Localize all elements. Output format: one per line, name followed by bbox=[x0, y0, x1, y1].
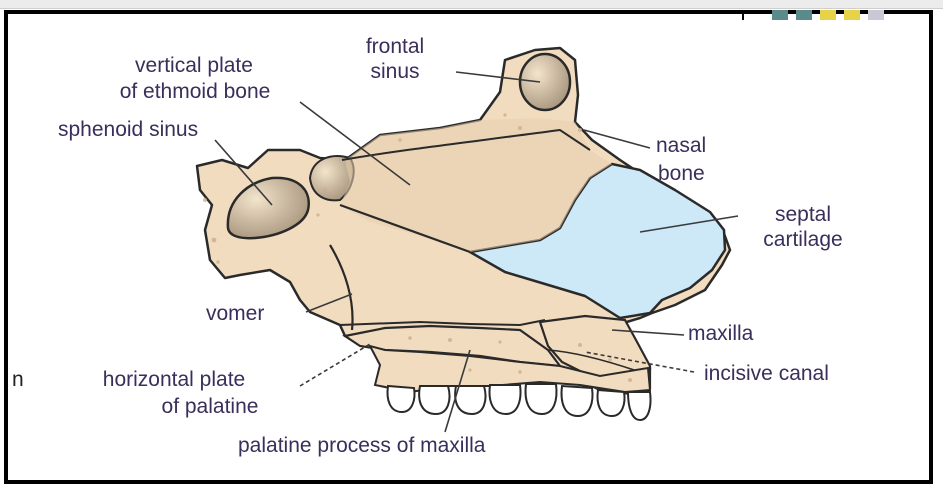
label-septal-cartilage-line2: cartilage bbox=[738, 228, 868, 251]
label-frontal-sinus-line2: sinus bbox=[340, 60, 450, 83]
label-palatine-process: palatine process of maxilla bbox=[238, 434, 485, 457]
leader-horizontal-plate bbox=[300, 344, 370, 386]
tooth-6 bbox=[562, 386, 593, 416]
label-maxilla: maxilla bbox=[688, 322, 753, 345]
label-horizontal-plate-line1: horizontal plate bbox=[44, 368, 304, 391]
tooth-1 bbox=[388, 386, 415, 412]
label-frontal-sinus-line1: frontal bbox=[340, 35, 450, 58]
label-nasal-bone-line1: nasal bbox=[656, 134, 706, 157]
label-sphenoid-sinus: sphenoid sinus bbox=[58, 118, 198, 141]
tooth-3 bbox=[455, 386, 485, 414]
frontal-sinus bbox=[520, 54, 570, 110]
label-vertical-plate-line2: of ethmoid bone bbox=[80, 80, 310, 103]
label-vertical-plate-line1: vertical plate bbox=[94, 54, 294, 77]
tooth-8 bbox=[628, 392, 651, 420]
tooth-2 bbox=[419, 386, 449, 414]
tooth-7 bbox=[598, 390, 625, 416]
label-nasal-bone-line2: bone bbox=[658, 162, 705, 185]
label-horizontal-plate-line2: of palatine bbox=[116, 395, 304, 418]
tooth-4 bbox=[490, 385, 521, 414]
label-vomer: vomer bbox=[206, 302, 264, 325]
tooth-5 bbox=[526, 384, 557, 414]
label-cut-prefix: n bbox=[12, 368, 24, 391]
label-incisive-canal: incisive canal bbox=[704, 362, 829, 385]
label-septal-cartilage-line1: septal bbox=[738, 203, 868, 226]
